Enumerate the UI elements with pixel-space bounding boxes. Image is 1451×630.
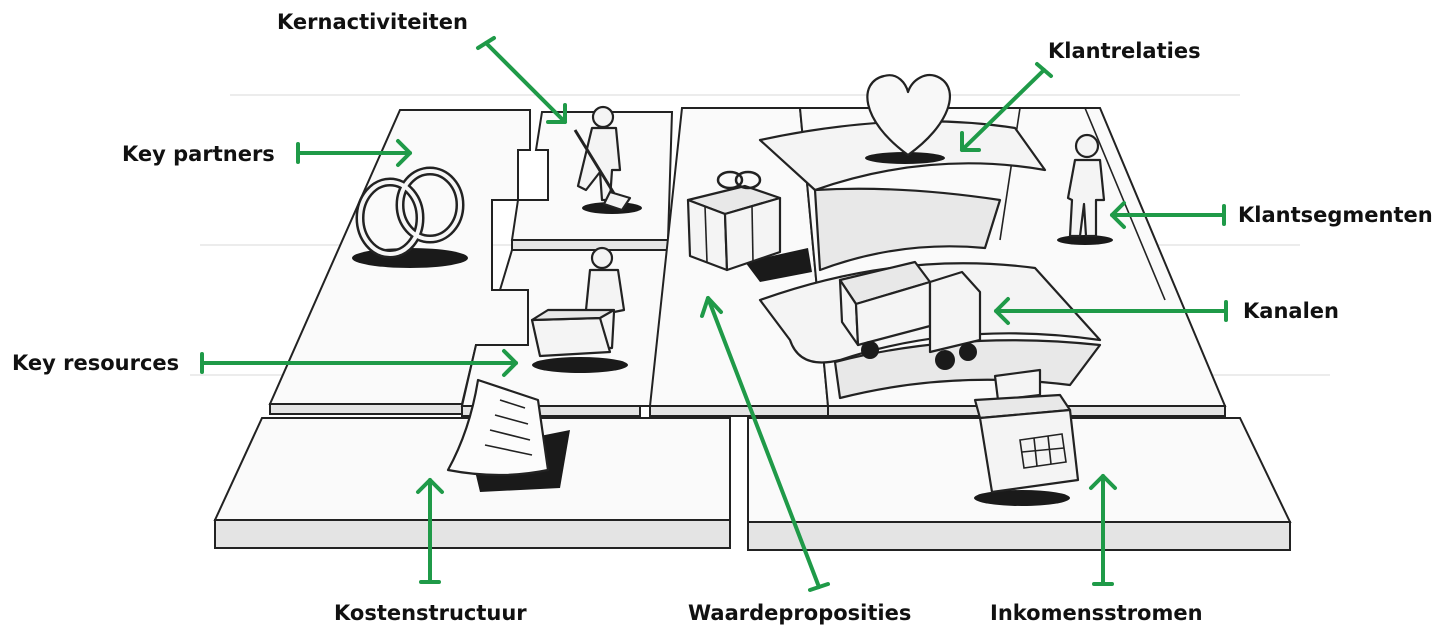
label-kanalen: Kanalen	[1243, 299, 1339, 323]
person-digging-icon	[573, 105, 642, 214]
invoice-paper-icon	[446, 378, 570, 492]
arrow-kanalen	[994, 297, 1228, 325]
label-klantrelaties: Klantrelaties	[1048, 39, 1201, 63]
arrow-klantrelaties	[960, 62, 1053, 152]
arrow-kostenstructuur	[416, 478, 444, 584]
label-key-partners: Key partners	[122, 142, 275, 166]
arrow-key-resources	[200, 349, 518, 377]
heart-icon	[865, 74, 951, 164]
arrow-key-partners	[296, 139, 412, 167]
standing-person-icon	[1057, 133, 1113, 245]
cash-register-icon	[973, 368, 1080, 506]
arrow-kernactiviteiten	[476, 36, 567, 124]
label-waardeproposities: Waardeproposities	[688, 601, 911, 625]
canvas-board	[213, 107, 1292, 551]
label-kernactiviteiten: Kernactiviteiten	[277, 10, 468, 34]
label-key-resources: Key resources	[12, 351, 179, 375]
label-kostenstructuur: Kostenstructuur	[334, 601, 527, 625]
delivery-truck-icon	[838, 260, 982, 370]
arrow-klantsegmenten	[1110, 201, 1226, 229]
gift-box-icon	[686, 170, 812, 282]
arrow-waardeproposities	[700, 296, 830, 592]
interlocked-rings-icon	[352, 166, 468, 268]
arrow-inkomensstromen	[1089, 474, 1117, 586]
person-with-machine-icon	[530, 246, 628, 373]
label-klantsegmenten: Klantsegmenten	[1238, 203, 1433, 227]
label-inkomensstromen: Inkomensstromen	[990, 601, 1203, 625]
